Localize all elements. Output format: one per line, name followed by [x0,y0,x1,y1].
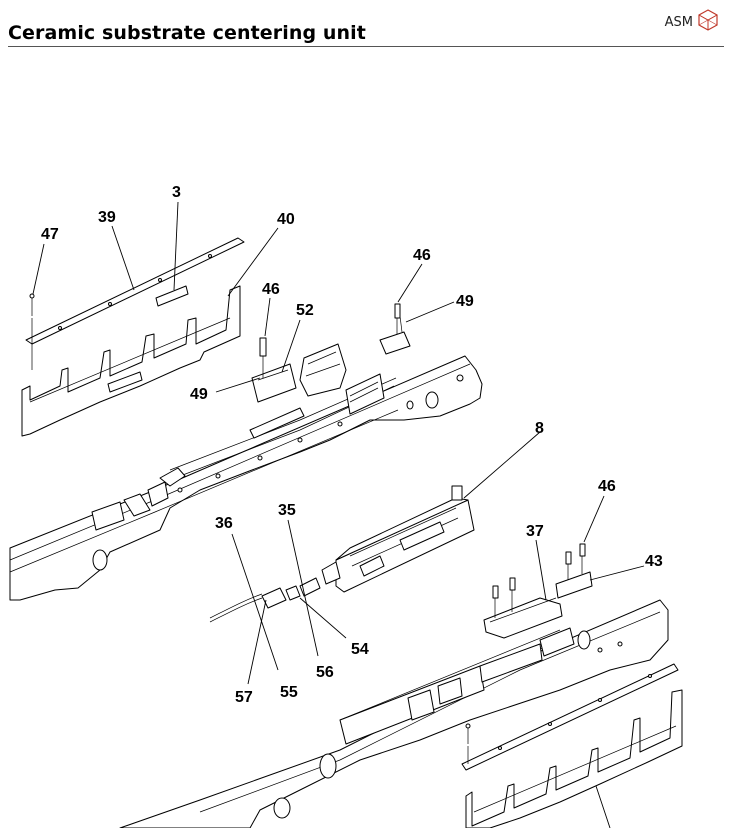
callout-46-upper-right: 46 [413,247,431,264]
brand-name: ASM [664,14,693,30]
callout-49-left: 49 [190,386,208,403]
callout-56: 56 [316,664,334,681]
lower-bracket-assembly [461,663,683,828]
brand: ASM [665,9,719,35]
callout-36: 36 [215,515,233,532]
leader-lines [32,201,645,828]
callout-40: 40 [277,211,295,228]
upper-rail [9,355,483,601]
callout-8: 8 [535,420,544,437]
asm-cube-logo-icon [697,9,719,35]
title-rule [8,46,724,47]
page-header: Ceramic substrate centering unit ASM [0,0,747,48]
callout-47: 47 [41,226,59,243]
callout-46-lower: 46 [598,478,616,495]
callout-57: 57 [235,689,253,706]
callout-52: 52 [296,302,314,319]
callout-46-upper-left: 46 [262,281,280,298]
sensor-cable-assembly [209,577,321,623]
lower-middle-parts [483,543,593,639]
callout-43: 43 [645,553,663,570]
callout-39: 39 [98,209,116,226]
centering-module-part-8 [321,485,475,593]
callout-54: 54 [351,641,369,658]
callout-49-right: 49 [456,293,474,310]
upper-middle-parts [251,303,411,403]
callout-3: 3 [172,184,181,201]
callout-37: 37 [526,523,544,540]
upper-bracket-assembly [21,237,245,437]
lower-rail [119,599,669,828]
callout-35: 35 [278,502,296,519]
callout-labels: 3 39 40 47 46 49 52 46 49 8 46 37 43 36 … [41,184,663,706]
callout-55: 55 [280,684,298,701]
page-title: Ceramic substrate centering unit [8,22,366,44]
